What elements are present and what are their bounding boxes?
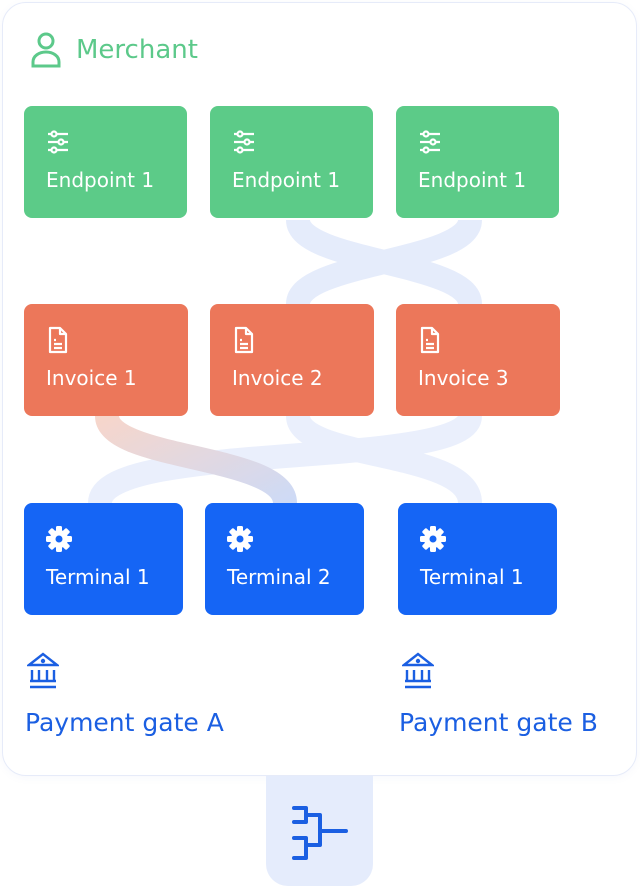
endpoint-node[interactable]: Endpoint 1 xyxy=(24,106,187,218)
document-icon xyxy=(48,326,68,354)
invoice-node[interactable]: Invoice 3 xyxy=(396,304,560,416)
document-icon xyxy=(420,326,440,354)
endpoint-node[interactable]: Endpoint 1 xyxy=(396,106,559,218)
merchant-header: Merchant xyxy=(30,32,198,68)
bank-icon xyxy=(27,652,59,689)
user-icon xyxy=(31,32,61,68)
connector-tab xyxy=(266,776,373,886)
sliders-icon xyxy=(234,130,254,154)
gear-icon xyxy=(227,526,253,552)
terminal-node[interactable]: Terminal 2 xyxy=(205,503,364,615)
terminal-label: Terminal 1 xyxy=(420,565,524,589)
terminal-label: Terminal 1 xyxy=(46,565,150,589)
sliders-icon xyxy=(48,130,68,154)
gear-icon xyxy=(420,526,446,552)
terminal-node[interactable]: Terminal 1 xyxy=(398,503,557,615)
endpoint-label: Endpoint 1 xyxy=(232,168,341,192)
payment-gate-a-label: Payment gate A xyxy=(25,708,224,737)
invoice-label: Invoice 1 xyxy=(46,366,137,390)
payment-gate-b-label: Payment gate B xyxy=(399,708,598,737)
endpoint-label: Endpoint 1 xyxy=(418,168,527,192)
ribbon-invoice2-terminal3 xyxy=(286,413,482,506)
merchant-title: Merchant xyxy=(76,35,198,65)
gear-icon xyxy=(46,526,72,552)
hierarchy-icon xyxy=(292,806,348,860)
endpoint-node[interactable]: Endpoint 1 xyxy=(210,106,373,218)
endpoint-label: Endpoint 1 xyxy=(46,168,155,192)
bank-icon xyxy=(402,652,434,689)
invoice-node[interactable]: Invoice 2 xyxy=(210,304,374,416)
sliders-icon xyxy=(420,130,440,154)
invoice-node[interactable]: Invoice 1 xyxy=(24,304,188,416)
terminal-node[interactable]: Terminal 1 xyxy=(24,503,183,615)
ribbon-invoice1-terminal2 xyxy=(95,413,297,506)
terminal-label: Terminal 2 xyxy=(227,565,331,589)
invoice-label: Invoice 2 xyxy=(232,366,323,390)
ribbon-endpoint3-invoice2 xyxy=(286,217,482,307)
document-icon xyxy=(234,326,254,354)
ribbon-invoice3-terminal1 xyxy=(88,412,482,506)
invoice-label: Invoice 3 xyxy=(418,366,509,390)
